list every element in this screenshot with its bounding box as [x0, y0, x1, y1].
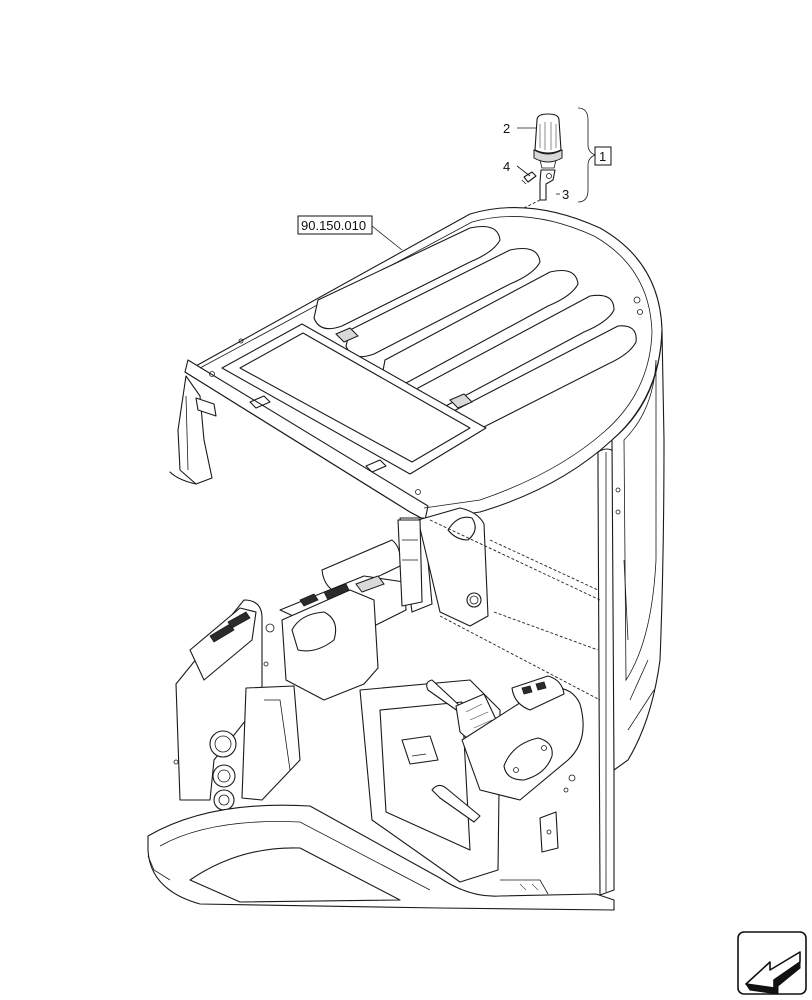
callout-1: 1	[599, 149, 606, 164]
cab-floor	[147, 804, 615, 911]
operator-console	[265, 507, 489, 701]
beacon-lamp	[521, 113, 563, 201]
cab-roof	[184, 207, 663, 521]
reference-box	[297, 215, 373, 235]
callout-4: 4	[503, 159, 510, 174]
reference-label[interactable]: 90.150.010	[301, 218, 366, 233]
arrow-icon[interactable]	[737, 931, 807, 995]
callout-1-box	[594, 146, 612, 166]
callout-3: 3	[562, 187, 569, 202]
right-control-console	[359, 675, 584, 883]
group-bracket	[577, 107, 597, 203]
callout-2: 2	[503, 121, 510, 136]
left-control-panel	[173, 599, 301, 811]
